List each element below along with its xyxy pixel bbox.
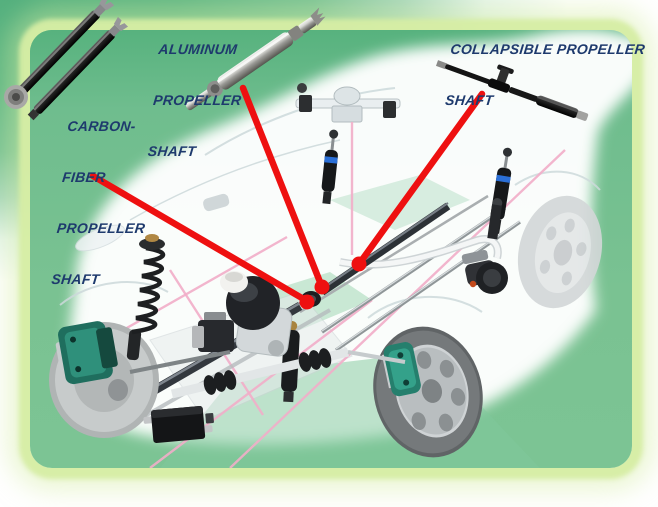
rear-differential [461, 249, 508, 294]
ecu-box [143, 406, 214, 443]
label-line: SHAFT [147, 143, 197, 159]
label-line: ALUMINUM [157, 41, 239, 57]
label-line: SHAFT [444, 92, 495, 108]
side-mirror [203, 193, 230, 212]
exhaust-pipe [339, 235, 502, 269]
aluminum-shaft-photo [185, 7, 326, 111]
carbon-fiber-shaft-photo [4, 0, 129, 121]
car-panel-lines [59, 87, 601, 319]
label-line: PROPELLER [152, 92, 243, 108]
label-line: CARBON- [66, 118, 137, 134]
label-line: COLLAPSIBLE PROPELLER [449, 41, 646, 57]
rear-upright [487, 198, 503, 240]
carbon-callout-line [89, 172, 311, 305]
rear-shock-left [321, 129, 339, 205]
abs-module [192, 312, 234, 352]
brake-booster [220, 271, 280, 330]
front-right-brake [381, 342, 421, 397]
roof-bracket [295, 83, 401, 123]
label-line: SHAFT [50, 271, 101, 287]
collapsible-callout-line [355, 90, 486, 268]
collapsible-shaft-photo [435, 60, 589, 121]
carbon-callout-dot [299, 294, 315, 310]
label-line: FIBER [61, 169, 107, 185]
headlight [75, 224, 125, 252]
aluminum-callout-dot [314, 279, 330, 295]
label-line: PROPELLER [56, 220, 146, 236]
collapsible-callout-dot [351, 256, 367, 272]
rear-wheel [517, 195, 603, 309]
aluminum-callout-line [239, 84, 326, 291]
steering-rack [170, 347, 406, 399]
label-collapsible-propeller-shaft: COLLAPSIBLE PROPELLER SHAFT [441, 7, 650, 143]
callout-lines [89, 84, 486, 310]
front-strut [126, 234, 166, 361]
